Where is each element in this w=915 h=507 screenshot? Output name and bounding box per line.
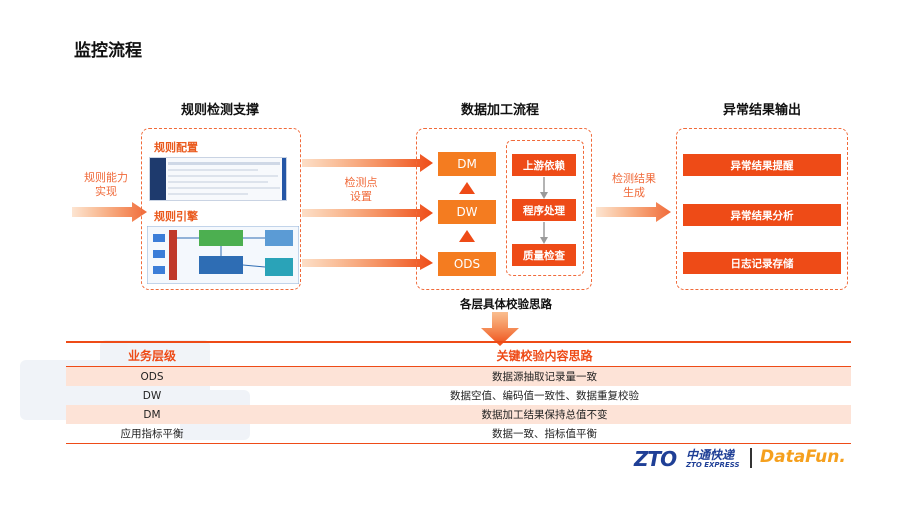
check-result-line1: 检测结果 bbox=[612, 172, 656, 185]
zto-logo-cn: 中通快递 bbox=[686, 448, 735, 462]
footer-logos: ZTO 中通快递 ZTO EXPRESS DataFun. bbox=[634, 444, 874, 474]
table-header-content: 关键校验内容思路 bbox=[496, 348, 593, 363]
step-upstream: 上游依赖 bbox=[512, 154, 576, 176]
rule-capability-label: 规则能力 实现 bbox=[78, 171, 134, 199]
layer-dm: DM bbox=[438, 152, 496, 176]
table-bottom-rule bbox=[66, 443, 851, 444]
data-process-panel bbox=[416, 128, 592, 290]
arrow-right-icon bbox=[72, 202, 147, 222]
table-header-rule bbox=[66, 366, 851, 367]
check-point-line1: 检测点 bbox=[344, 176, 378, 189]
table-cell-content: 数据源抽取记录量一致 bbox=[492, 371, 597, 383]
table-header-level: 业务层级 bbox=[127, 348, 176, 363]
flow-arrows-to-layers bbox=[302, 154, 433, 270]
table-cell-content: 数据加工结果保持总值不变 bbox=[481, 409, 608, 421]
table-cell-content: 数据一致、指标值平衡 bbox=[492, 428, 597, 440]
check-point-label: 检测点 设置 bbox=[333, 176, 389, 204]
triangle-up-icon bbox=[459, 230, 475, 242]
check-result-line2: 生成 bbox=[623, 186, 645, 199]
output-log: 日志记录存储 bbox=[683, 252, 841, 274]
rule-support-panel bbox=[141, 128, 301, 290]
layer-dw: DW bbox=[438, 200, 496, 224]
output-alert: 异常结果提醒 bbox=[683, 154, 841, 176]
table-cell-level: 应用指标平衡 bbox=[120, 428, 184, 440]
arrow-right-icon bbox=[596, 202, 671, 222]
table-cell-level: DM bbox=[143, 408, 161, 421]
page-title: 监控流程 bbox=[74, 41, 142, 61]
rule-config-label: 规则配置 bbox=[154, 141, 198, 154]
layer-ods: ODS bbox=[438, 252, 496, 276]
table-cell-content: 数据空值、编码值一致性、数据重复校验 bbox=[450, 390, 639, 402]
arrow-down-icon bbox=[540, 222, 548, 244]
check-point-line2: 设置 bbox=[350, 190, 372, 203]
table-row: 应用指标平衡 数据一致、指标值平衡 bbox=[66, 424, 851, 443]
output-analysis: 异常结果分析 bbox=[683, 204, 841, 226]
check-result-label: 检测结果 生成 bbox=[602, 172, 666, 200]
rule-config-screenshot bbox=[149, 157, 287, 201]
rule-capability-line2: 实现 bbox=[95, 185, 117, 198]
table-top-rule bbox=[66, 341, 851, 343]
arrow-down-icon bbox=[540, 177, 548, 199]
triangle-up-icon bbox=[459, 182, 475, 194]
table-header: 业务层级 关键校验内容思路 bbox=[66, 345, 851, 365]
column-heading-anomaly-output: 异常结果输出 bbox=[722, 103, 801, 118]
table-row: DM 数据加工结果保持总值不变 bbox=[66, 405, 851, 424]
step-program: 程序处理 bbox=[512, 199, 576, 221]
column-heading-rule-support: 规则检测支撑 bbox=[180, 103, 259, 118]
zto-logo-icon: ZTO bbox=[634, 447, 677, 471]
table-cell-level: ODS bbox=[140, 370, 164, 383]
process-steps-panel bbox=[506, 140, 584, 276]
table-row: ODS 数据源抽取记录量一致 bbox=[66, 367, 851, 386]
rule-engine-diagram bbox=[147, 226, 299, 284]
table-row: DW 数据空值、编码值一致性、数据重复校验 bbox=[66, 386, 851, 405]
rule-engine-label: 规则引擎 bbox=[154, 210, 198, 223]
anomaly-output-panel bbox=[676, 128, 848, 290]
table-cell-level: DW bbox=[142, 389, 162, 402]
column-heading-data-process: 数据加工流程 bbox=[460, 103, 539, 118]
layer-check-caption: 各层具体校验思路 bbox=[460, 297, 552, 311]
arrow-down-icon bbox=[481, 312, 519, 346]
logo-divider bbox=[750, 448, 752, 468]
step-quality: 质量检查 bbox=[512, 244, 576, 266]
rule-capability-line1: 规则能力 bbox=[84, 171, 128, 184]
zto-logo-en: ZTO EXPRESS bbox=[686, 461, 740, 469]
datafun-logo: DataFun. bbox=[760, 447, 846, 467]
